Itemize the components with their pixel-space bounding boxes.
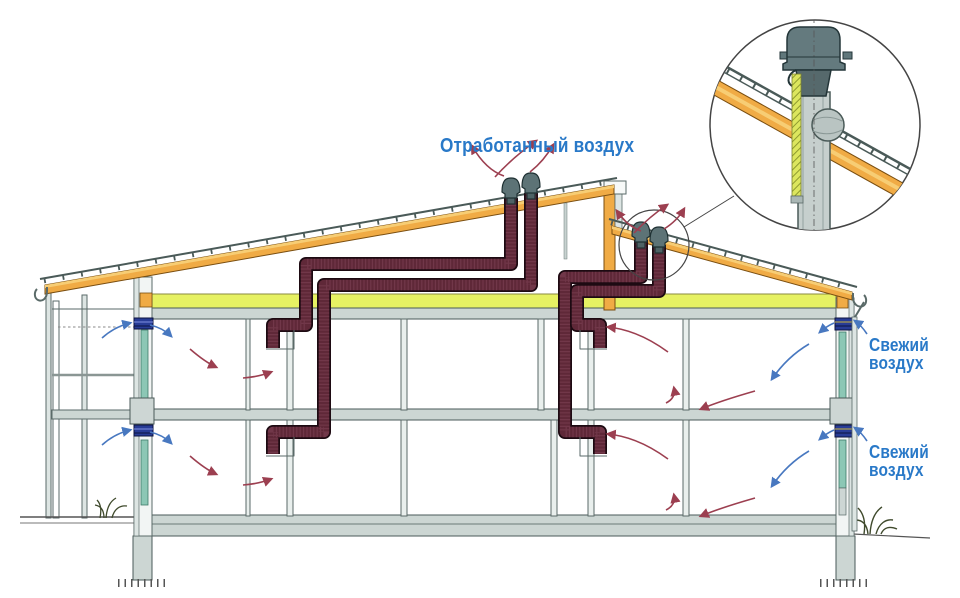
roof-vent-cap (501, 177, 521, 205)
fresh-air-label-line: воздух (869, 353, 924, 373)
grass-tuft-left (94, 497, 128, 519)
left-foundation-pier (132, 535, 153, 581)
exhaust-flow-arrow (529, 142, 555, 173)
right-downspout (851, 316, 858, 532)
fresh-flow-arrow (852, 426, 868, 442)
fresh-air-wall-vent (834, 424, 855, 438)
room-air-arrow (605, 429, 669, 460)
fresh-air-wall-vent (834, 317, 855, 331)
ground-line-right (852, 533, 931, 539)
room-air-arrow (698, 497, 756, 518)
left-wall-insulation (140, 329, 149, 399)
exhaust-air-label: Отработанный воздух (440, 135, 634, 158)
room-air-arrow (189, 348, 219, 369)
left-exterior-wall (129, 276, 155, 537)
fresh-air-wall-vent (133, 317, 154, 330)
fresh-flow-arrow (770, 450, 810, 489)
room-air-arrow (189, 455, 219, 476)
fresh-flow-arrow (852, 319, 868, 335)
right-downspout-elbow (854, 301, 865, 318)
inset-duct-insulation (791, 73, 802, 197)
room-air-arrow (242, 476, 274, 487)
left-wall-top-plate (139, 292, 153, 308)
ground-floor-slab (149, 514, 845, 537)
callout-connector-line (683, 195, 735, 228)
duct-upper-left-room (266, 198, 518, 348)
fresh-flow-arrow (149, 431, 173, 445)
callout-source-circle (618, 209, 690, 281)
fresh-air-label-lower: Свежий воздух (869, 443, 929, 479)
duct-lower-left-room (266, 193, 538, 454)
right-wall-insulation (838, 439, 847, 489)
porch-downspout (45, 290, 52, 519)
lower-roofing-sheet (608, 218, 858, 288)
duct-upper-right-room (570, 245, 666, 348)
room-air-arrow (665, 385, 681, 404)
upper-roofing-sheet (39, 177, 618, 280)
exhaust-flow-arrow (663, 206, 686, 230)
fresh-air-label-line: воздух (869, 460, 924, 480)
exhaust-airflow-arrows (189, 139, 756, 518)
room-air-arrow (665, 492, 681, 511)
detail-callout (618, 195, 735, 281)
left-wall-floor-junction (129, 397, 155, 425)
ground-and-foundation (94, 497, 931, 587)
ceiling-insulation-layer (149, 293, 837, 309)
fresh-air-label-line: Свежий (869, 335, 929, 355)
exhaust-air-label-text: Отработанный воздух (440, 135, 635, 157)
fresh-airflow-arrows (101, 319, 868, 489)
roof-vent-cap (649, 226, 669, 254)
fresh-flow-arrow (770, 343, 810, 382)
left-wall-insulation (140, 439, 149, 506)
fresh-air-label-line: Свежий (869, 442, 929, 462)
upper-roof (33, 177, 618, 302)
fresh-flow-arrow (101, 426, 133, 446)
exhaust-grille-casings (266, 330, 607, 457)
exhaust-ducts (266, 193, 666, 457)
lower-roof (608, 218, 868, 308)
fresh-air-label-upper: Свежий воздух (869, 336, 929, 372)
right-exterior-wall (829, 293, 865, 537)
fresh-air-wall-vent (133, 424, 154, 437)
exhaust-flow-arrow (494, 139, 539, 178)
fresh-flow-arrow (149, 324, 173, 338)
right-wall-insulation (838, 331, 847, 399)
fresh-flow-arrow (818, 429, 835, 441)
right-gutter (852, 293, 868, 308)
mid-floor-slab (149, 408, 839, 421)
fresh-flow-arrow (818, 322, 835, 334)
room-air-arrow (242, 369, 274, 380)
exhaust-flow-arrow (470, 143, 505, 177)
room-air-arrow (698, 390, 756, 411)
ceiling-slab (149, 307, 848, 320)
grass-tuft-right (855, 506, 898, 535)
exhaust-flow-arrow (615, 208, 642, 232)
fresh-flow-arrow (101, 319, 133, 339)
roof-vent-cap (521, 172, 541, 200)
duct-lower-right-room (558, 240, 648, 454)
roof-vent-caps (501, 172, 669, 254)
porch-post (81, 294, 88, 519)
inset-roof-flashing-ball (811, 108, 845, 142)
left-gutter (33, 287, 48, 302)
room-air-arrow (605, 322, 669, 353)
right-foundation-pier (835, 535, 856, 581)
attic-hanger (563, 202, 568, 260)
exhaust-flow-arrow (633, 203, 670, 234)
detail-inset (709, 19, 921, 231)
